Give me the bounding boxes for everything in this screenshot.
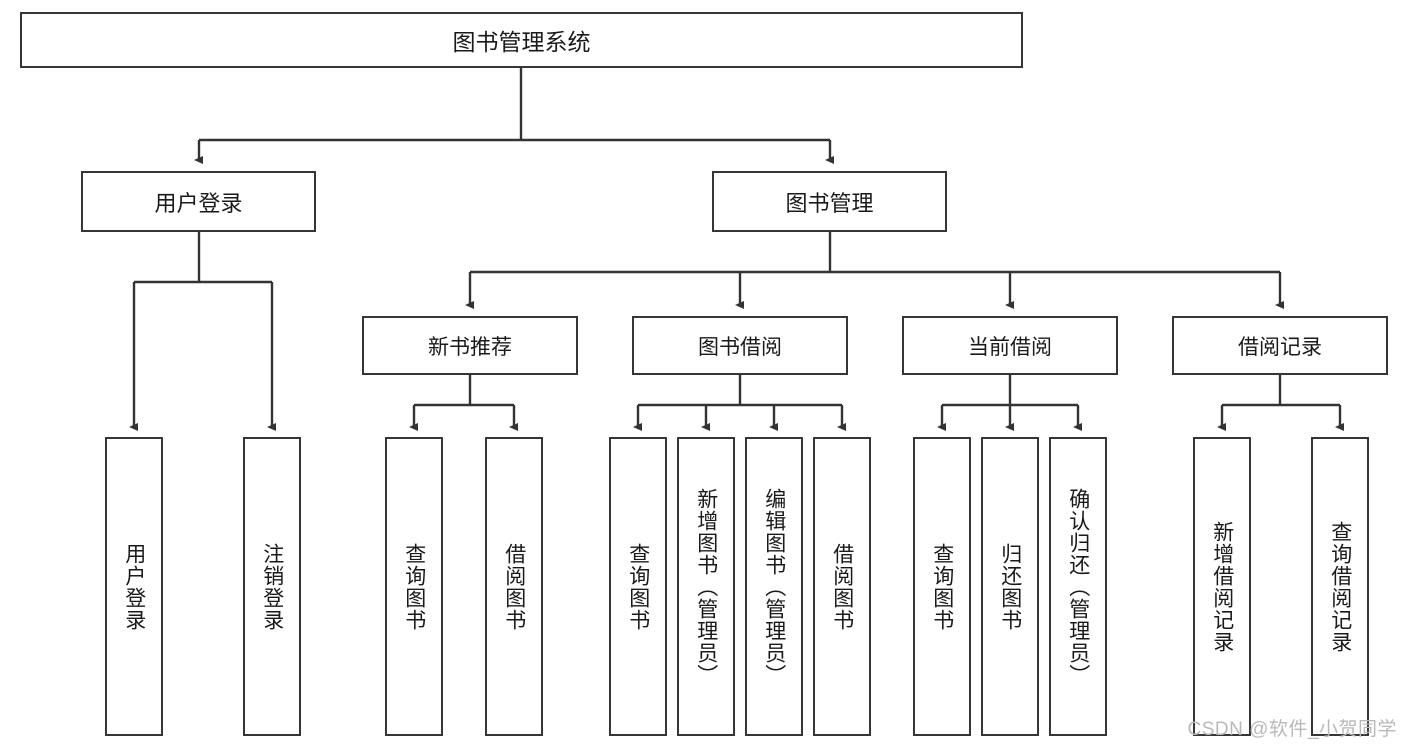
node-current-borrow[interactable]: 当前借阅 bbox=[902, 316, 1118, 375]
leaf-borrow-record-query[interactable]: 查询借阅记录 bbox=[1311, 437, 1369, 736]
leaf-book-borrow-borrow[interactable]: 借阅图书 bbox=[813, 437, 871, 736]
leaf-book-borrow-edit[interactable]: 编辑图书（管理员） bbox=[745, 437, 803, 736]
leaf-label: 归还图书 bbox=[998, 542, 1022, 631]
leaf-label: 用户登录 bbox=[122, 542, 146, 631]
node-root[interactable]: 图书管理系统 bbox=[20, 12, 1023, 68]
leaf-label: 新增图书（管理员） bbox=[694, 487, 718, 686]
leaf-label: 新增借阅记录 bbox=[1210, 520, 1234, 653]
node-root-label: 图书管理系统 bbox=[452, 29, 591, 55]
leaf-current-borrow-return[interactable]: 归还图书 bbox=[981, 437, 1039, 736]
leaf-label: 查询图书 bbox=[930, 542, 954, 631]
leaf-new-book-borrow[interactable]: 借阅图书 bbox=[485, 437, 543, 736]
node-book-management[interactable]: 图书管理 bbox=[712, 171, 947, 232]
leaf-label: 确认归还（管理员） bbox=[1066, 487, 1090, 686]
leaf-user-login-logout[interactable]: 注销登录 bbox=[243, 437, 301, 736]
leaf-new-book-query[interactable]: 查询图书 bbox=[385, 437, 443, 736]
watermark: CSDN @软件_小贺同学 bbox=[1187, 719, 1397, 740]
leaf-label: 查询图书 bbox=[626, 542, 650, 631]
node-book-management-label: 图书管理 bbox=[785, 190, 874, 216]
leaf-label: 借阅图书 bbox=[830, 542, 854, 631]
node-borrow-record-label: 借阅记录 bbox=[1238, 335, 1322, 359]
leaf-current-borrow-query[interactable]: 查询图书 bbox=[913, 437, 971, 736]
leaf-label: 借阅图书 bbox=[502, 542, 526, 631]
node-user-login-label: 用户登录 bbox=[154, 190, 243, 216]
leaf-label: 注销登录 bbox=[260, 542, 284, 631]
leaf-book-borrow-query[interactable]: 查询图书 bbox=[609, 437, 667, 736]
leaf-label: 查询借阅记录 bbox=[1328, 520, 1352, 653]
leaf-label: 查询图书 bbox=[402, 542, 426, 631]
node-book-borrow[interactable]: 图书借阅 bbox=[632, 316, 848, 375]
leaf-current-borrow-confirm-return[interactable]: 确认归还（管理员） bbox=[1049, 437, 1107, 736]
node-current-borrow-label: 当前借阅 bbox=[968, 335, 1052, 359]
leaf-book-borrow-add[interactable]: 新增图书（管理员） bbox=[677, 437, 735, 736]
node-user-login[interactable]: 用户登录 bbox=[81, 171, 316, 232]
leaf-user-login-login[interactable]: 用户登录 bbox=[105, 437, 163, 736]
node-new-book-recommend[interactable]: 新书推荐 bbox=[362, 316, 578, 375]
leaf-borrow-record-add[interactable]: 新增借阅记录 bbox=[1193, 437, 1251, 736]
leaf-label: 编辑图书（管理员） bbox=[762, 487, 786, 686]
node-borrow-record[interactable]: 借阅记录 bbox=[1172, 316, 1388, 375]
node-new-book-recommend-label: 新书推荐 bbox=[428, 335, 512, 359]
node-book-borrow-label: 图书借阅 bbox=[698, 335, 782, 359]
